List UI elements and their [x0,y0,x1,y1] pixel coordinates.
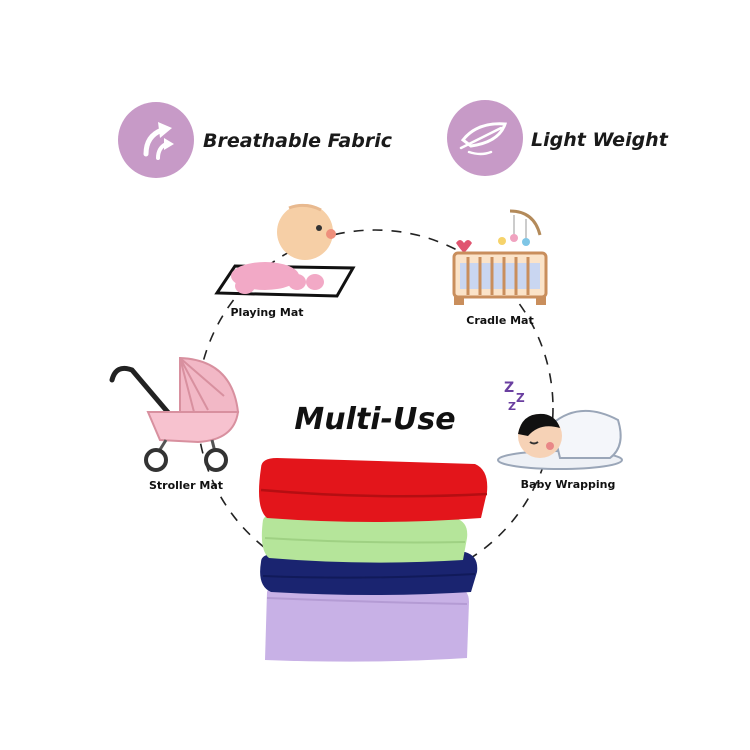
green-fabric [261,514,468,563]
multi-use-title: Multi-Use [294,402,456,437]
stroller-mat-label: Stroller Mat [148,479,224,492]
crawling-baby-icon [214,203,356,298]
playing-mat-label: Playing Mat [230,306,304,319]
sleeping-baby-icon: Z Z Z [497,380,623,470]
stroller-icon [109,356,240,472]
crib-icon [452,209,548,305]
airflow-arrows-icon [143,122,174,160]
breathable-fabric-label: Breathable Fabric [203,130,392,152]
cradle-mat-label: Cradle Mat [466,314,534,327]
light-weight-badge [447,100,523,176]
fabric-stack [259,458,488,662]
baby-wrapping-label: Baby Wrapping [520,478,616,491]
navy-fabric [260,552,478,595]
svg-text:Z: Z [504,380,514,396]
feather-icon [459,122,508,156]
lavender-fabric [265,584,469,662]
svg-text:Z: Z [508,400,516,413]
light-weight-label: Light Weight [531,129,668,151]
breathable-fabric-badge [118,102,194,178]
svg-text:Z: Z [516,391,525,405]
red-fabric [259,458,488,522]
